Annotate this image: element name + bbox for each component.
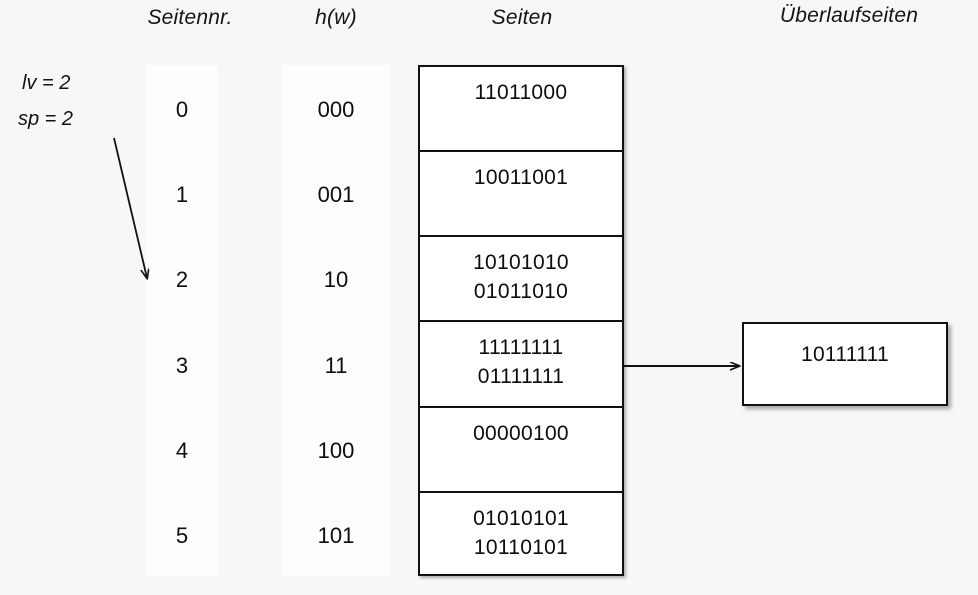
page-row: 11111111 01111111 [420, 322, 622, 408]
seitennr-value: 0 [175, 97, 189, 122]
page-bucket-line: 11111111 [478, 336, 564, 360]
hw-value: 000 [317, 97, 355, 122]
column-header-ueberlaufseiten: Überlaufseiten [779, 4, 919, 27]
param-sp-label: sp = 2 [18, 108, 74, 130]
pages-table: 11011000 10011001 10101010 01011010 1111… [418, 65, 624, 576]
param-lv-label: lv = 2 [22, 72, 71, 94]
overflow-page-box: 10111111 [742, 322, 948, 406]
sp-pointer-arrow [113, 137, 147, 278]
page-bucket-line: 01011010 [473, 280, 569, 304]
seitennr-value: 2 [175, 267, 189, 292]
page-row: 00000100 [420, 408, 622, 493]
hw-value: 100 [317, 438, 355, 463]
seitennr-column-panel [146, 65, 218, 576]
page-bucket-line: 11011000 [474, 81, 568, 104]
page-bucket-line: 01010101 [473, 506, 569, 530]
seitennr-value: 4 [175, 438, 189, 463]
overflow-bucket-line: 10111111 [800, 343, 890, 366]
page-bucket-line: 01111111 [477, 365, 565, 389]
hw-value: 10 [323, 267, 349, 292]
page-row: 10101010 01011010 [420, 237, 622, 323]
seitennr-value: 3 [175, 353, 189, 378]
page-bucket-line: 00000100 [473, 421, 569, 445]
hw-value: 001 [317, 182, 355, 207]
page-row: 01010101 10110101 [420, 493, 622, 578]
page-bucket-line: 10110101 [473, 535, 569, 559]
page-bucket-line: 10101010 [473, 251, 569, 275]
hw-column-panel [282, 65, 390, 576]
column-header-hw: h(w) [315, 6, 357, 29]
seitennr-value: 1 [175, 182, 189, 207]
hw-value: 101 [317, 523, 355, 548]
seitennr-value: 5 [175, 523, 189, 548]
page-row: 10011001 [420, 152, 622, 238]
column-header-seiten: Seiten [491, 6, 553, 29]
page-bucket-line: 10011001 [473, 166, 569, 190]
page-row: 11011000 [420, 67, 622, 153]
column-header-seitennr: Seitennr. [147, 6, 233, 29]
hw-value: 11 [324, 353, 348, 378]
